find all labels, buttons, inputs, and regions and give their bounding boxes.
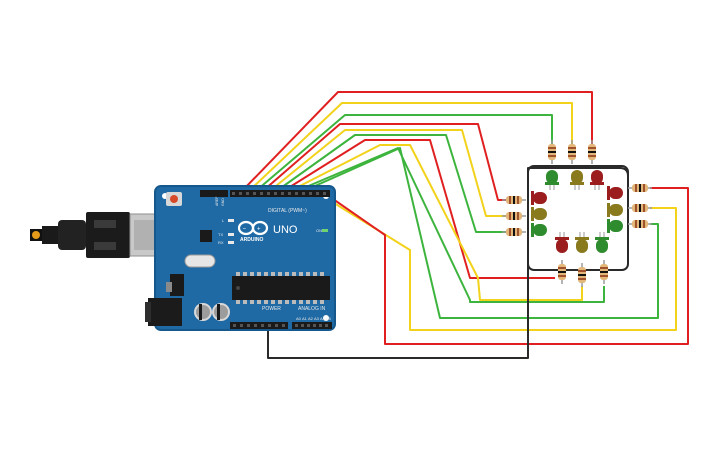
analog-pin-label: A2: [308, 316, 314, 321]
model-label: UNO: [273, 224, 298, 236]
analog-pin-label: A0: [296, 316, 302, 321]
analog-pin-label: A3: [314, 316, 320, 321]
resistor[interactable]: [628, 204, 652, 212]
resistor[interactable]: [588, 140, 596, 164]
led[interactable]: [555, 232, 569, 253]
digital-header: [230, 190, 330, 197]
power-label: POWER: [262, 306, 281, 312]
resistor[interactable]: [558, 260, 566, 284]
wire-red-top[interactable]: [242, 91, 593, 191]
led[interactable]: [570, 170, 584, 190]
resistor[interactable]: [548, 140, 556, 164]
wire-yellow-right[interactable]: [312, 189, 677, 331]
led[interactable]: [595, 232, 609, 253]
led[interactable]: [545, 170, 559, 190]
analog-label: ANALOG IN: [298, 306, 326, 312]
gnd-label: GND: [221, 198, 225, 206]
digital-label: DIGITAL (PWM~): [268, 208, 307, 214]
on-label: ON: [316, 228, 322, 233]
analog-pin-label: A5: [326, 316, 332, 321]
led[interactable]: [531, 191, 547, 205]
brand-label: ARDUINO: [240, 237, 263, 243]
led[interactable]: [531, 207, 547, 221]
wire-green-bottom[interactable]: [298, 147, 605, 303]
wire-yellow-bottom[interactable]: [291, 144, 583, 301]
aref-label: AREF: [215, 197, 219, 206]
led[interactable]: [607, 186, 623, 200]
l-label: L: [222, 218, 225, 223]
resistor[interactable]: [578, 263, 586, 287]
wire-green-top[interactable]: [256, 114, 553, 191]
resistor[interactable]: [502, 212, 526, 220]
analog-header: [292, 322, 332, 329]
arduino-board[interactable]: AREF GND DIGITAL (PWM~) TX RX L ON − + A…: [145, 185, 336, 331]
capacitor: [194, 303, 212, 321]
led[interactable]: [607, 203, 623, 217]
resistor[interactable]: [502, 228, 526, 236]
wire-red-bottom[interactable]: [284, 139, 555, 279]
led[interactable]: [590, 170, 604, 190]
capacitor: [212, 303, 230, 321]
wire-yellow-top[interactable]: [249, 102, 573, 191]
wire-green-left[interactable]: [277, 134, 510, 233]
analog-pin-label: A1: [302, 316, 308, 321]
resistor[interactable]: [568, 140, 576, 164]
arduino-infinity-logo-icon: [237, 220, 269, 236]
svg-text:−: −: [243, 227, 247, 233]
wire-yellow-left[interactable]: [270, 129, 510, 217]
resistor[interactable]: [628, 220, 652, 228]
rx-label: RX: [218, 240, 224, 245]
led[interactable]: [575, 232, 589, 253]
wire-green-right[interactable]: [305, 147, 659, 319]
led[interactable]: [531, 223, 547, 237]
resistor[interactable]: [502, 196, 526, 204]
led[interactable]: [607, 219, 623, 233]
svg-text:+: +: [257, 227, 261, 233]
crystal-oscillator: [184, 254, 216, 268]
components-layer: [502, 140, 652, 287]
tx-label: TX: [218, 232, 223, 237]
resistor[interactable]: [628, 184, 652, 192]
power-header: [230, 322, 288, 329]
resistor[interactable]: [600, 260, 608, 284]
dc-jack-icon: [145, 298, 182, 326]
wire-red-right[interactable]: [319, 187, 689, 345]
microcontroller-chip: [232, 276, 330, 300]
analog-pin-label: A4: [320, 316, 326, 321]
usb-connector-icon: [30, 212, 161, 258]
